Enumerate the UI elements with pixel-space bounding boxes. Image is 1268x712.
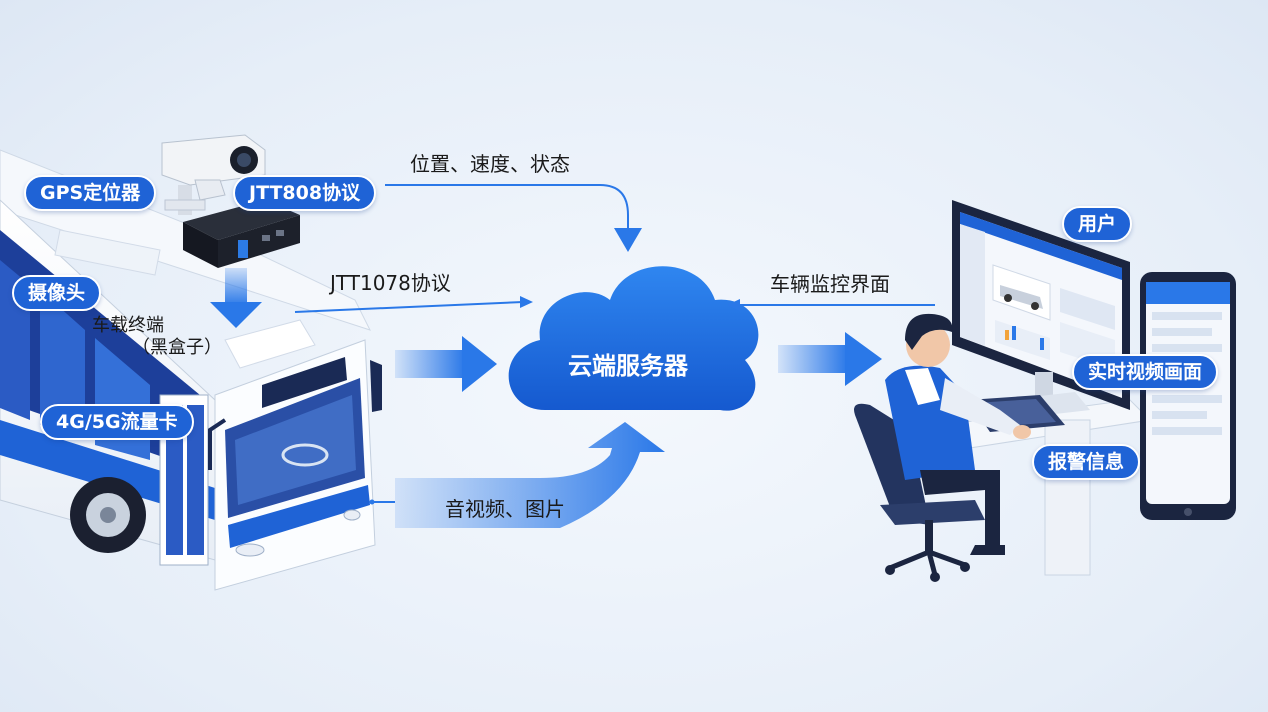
camera-illustration [161,134,266,215]
cloud-server-shape [508,266,759,411]
arrow-box-to-bus [210,268,262,328]
arrow-av-to-cloud [369,422,665,528]
terminal-label-line1: 车载终端 [92,315,164,336]
jtt808-protocol-label: JTT808协议 [233,175,377,211]
arrow-bus-to-cloud [395,336,497,392]
flow-monitor-ui [727,299,935,311]
workstation-illustration [854,200,1236,582]
cloud-server-label: 云端服务器 [568,352,688,380]
position-speed-status-label: 位置、速度、状态 [410,152,570,176]
vehicle-monitor-ui-label: 车辆监控界面 [770,272,890,296]
bus-illustration [0,149,382,591]
realtime-video-label: 实时视频画面 [1072,354,1219,390]
alarm-info-label: 报警信息 [1032,444,1141,480]
camera-label: 摄像头 [12,275,102,311]
flow-jtt1078 [294,296,533,313]
arrow-cloud-to-user [778,332,882,386]
av-picture-label: 音视频、图片 [445,497,565,521]
sim-card-label: 4G/5G流量卡 [40,404,194,440]
jtt1078-protocol-label: JTT1078协议 [330,271,451,295]
terminal-label-line2: （黑盒子） [132,337,222,358]
gps-locator-label: GPS定位器 [24,175,157,211]
flow-position-to-cloud [385,184,642,252]
user-label: 用户 [1062,206,1133,242]
